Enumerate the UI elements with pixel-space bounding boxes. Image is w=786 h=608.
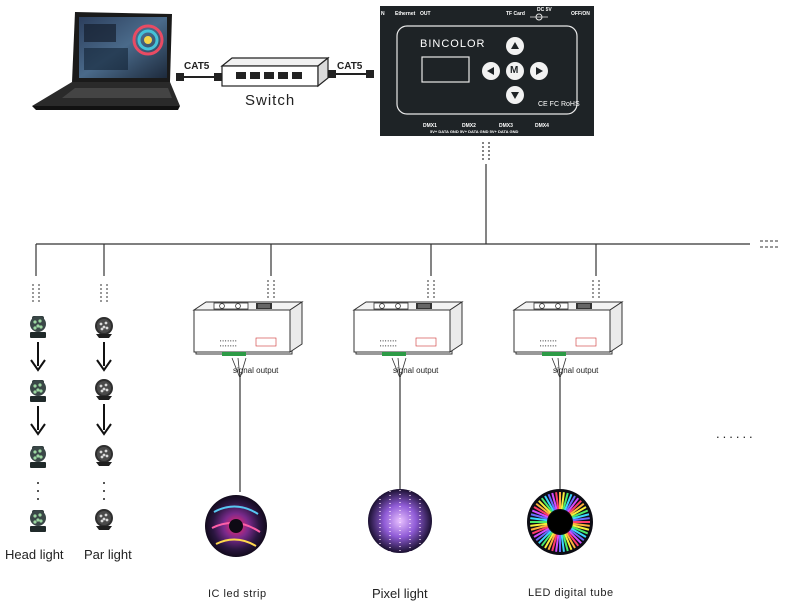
tube-ray [551,534,558,552]
branch-decoder-1-line [267,244,275,298]
tube-ray [560,534,565,552]
cat5-label-left: CAT5 [184,61,210,72]
tube-ray [562,534,569,552]
controller-port-label: TF Card [506,11,525,17]
signal-output-label-3: signal output [553,366,599,375]
signal-wire-1 [231,357,247,492]
branch-head-line [32,244,40,304]
network-switch-icon [220,56,330,88]
controller-drop-line [482,142,490,244]
laptop-icon [32,12,180,110]
tube-ray [540,497,553,513]
led-digital-tube-image [527,489,593,555]
tube-ray [538,530,552,544]
tube-ray [569,529,585,542]
ic-led-strip-caption: IC led strip [208,588,267,600]
tube-ray [569,502,585,515]
tube-ray [530,513,548,520]
dmx-decoder-3 [513,301,623,357]
tube-ray [567,497,580,513]
dmx-decoder-1 [193,301,303,357]
cat5-cable-left [176,73,222,81]
tube-ray [568,500,582,514]
tube-ray [565,532,576,549]
dmx-pin-row: 5V+ DATA GND 5V+ DATA GND 5V+ DATA GND [430,129,519,134]
branch-par-line [100,244,108,304]
dmx-port-label: DMX4 [535,123,549,129]
led-digital-tube-caption: LED digital tube [528,587,614,599]
controller-port-label: OFF/ON [571,11,590,17]
controller-port-label: OUT [420,11,431,17]
tube-ray [531,526,549,535]
tube-ray [547,493,556,511]
tube-ray [555,492,560,510]
dmx-decoder-2 [353,301,463,357]
tube-ray [531,509,549,518]
dmx-port-label: DMX1 [423,123,437,129]
tube-ray [530,517,548,522]
cat5-cable-right [328,70,374,78]
tube-ray [535,529,551,542]
tube-ray [544,495,555,512]
head-light-caption: Head light [5,547,64,562]
cat5-label-right: CAT5 [337,61,363,72]
ic-led-strip-image [205,495,267,557]
tube-ray [530,524,548,531]
pixel-light-caption: Pixel light [372,586,428,601]
tube-ray [567,531,580,547]
tube-ray [572,517,590,522]
tube-ray [572,522,590,527]
tube-ray [565,495,576,512]
tube-ray [560,492,565,510]
branch-decoder-3-line [592,244,600,298]
controller-cert-marks: CE FC RoHS [538,101,580,108]
signal-output-label-2: signal output [393,366,439,375]
signal-wire-2 [391,357,407,492]
tube-ray [570,527,587,538]
dmx-bus-line [36,240,778,248]
branch-decoder-2-line [427,244,435,298]
controller-port-label: DC 5V [537,7,552,13]
tube-ray [533,527,550,538]
tube-ray [564,533,573,551]
dmx-controller-icon [380,6,594,136]
tube-ray [551,492,558,510]
signal-output-label-1: signal output [233,366,279,375]
head-light-chain [30,316,46,532]
tube-ray [547,533,556,551]
tube-ray [572,513,590,520]
dmx-port-label: DMX3 [499,123,513,129]
controller-port-label: Ethernet [395,11,416,17]
pixel-light-image [368,489,432,553]
dmx-port-label: DMX2 [462,123,476,129]
more-devices-ellipsis: ...... [716,426,756,441]
tube-ray [570,506,587,517]
tube-ray [530,522,548,527]
controller-port-label: N [381,11,385,17]
tube-ray [533,506,550,517]
tube-ray [535,502,551,515]
tube-ray [544,532,555,549]
controller-menu-button: M [510,65,519,76]
tube-ray [555,534,560,552]
controller-brand-logo: BINCOLOR [420,38,486,50]
tube-ray [571,509,589,518]
tube-ray [568,530,582,544]
switch-label: Switch [245,92,296,109]
tube-ray [540,531,553,547]
signal-wire-3 [551,357,567,492]
tube-ray [562,492,569,510]
tube-ray [564,493,573,511]
par-light-chain [95,317,113,530]
par-light-caption: Par light [84,547,132,562]
tube-ray [538,500,552,514]
tube-ray [572,524,590,531]
tube-ray [571,526,589,535]
